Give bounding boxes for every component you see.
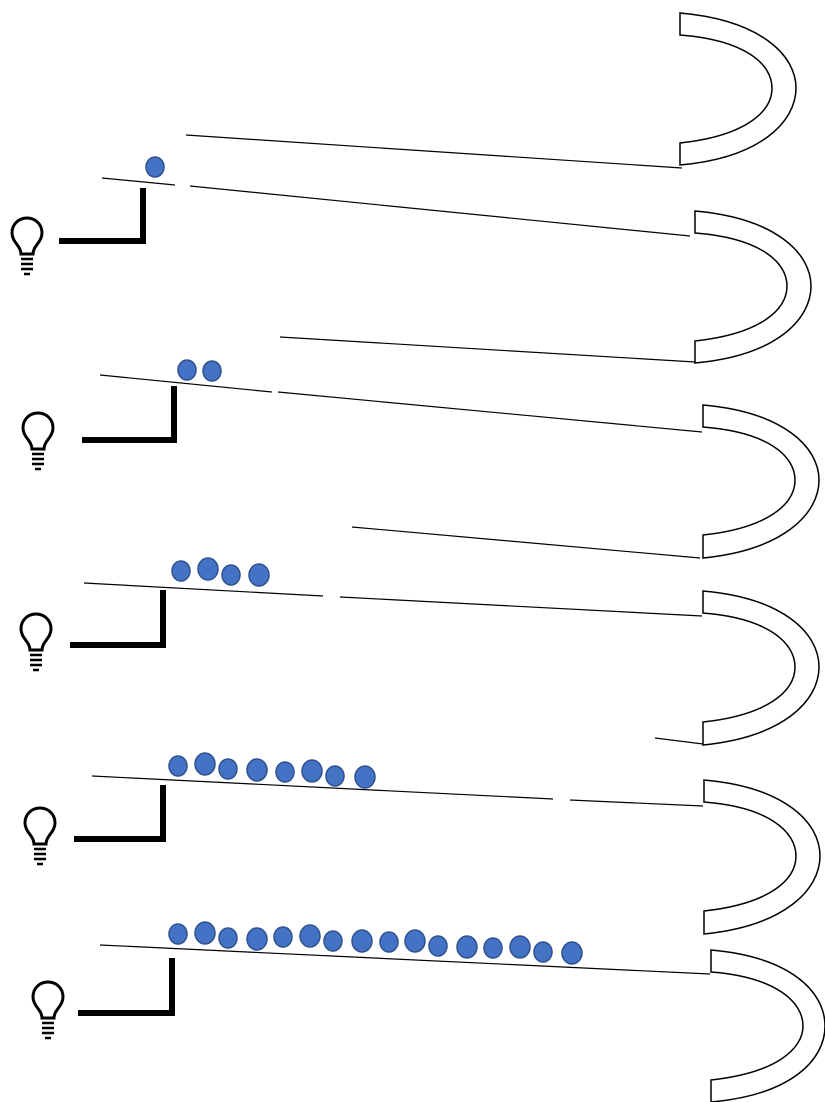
ball — [168, 923, 188, 945]
ball — [246, 758, 268, 782]
lightbulb-icon — [23, 806, 57, 866]
ball — [194, 921, 216, 945]
ball — [301, 759, 323, 783]
stage-5 — [31, 921, 825, 1102]
stage-2 — [21, 359, 820, 559]
ball — [509, 935, 531, 959]
stage-1-bracket — [59, 188, 146, 244]
ball — [561, 941, 583, 965]
ball — [194, 752, 216, 776]
ball — [483, 937, 503, 959]
stage-1-line-left — [101, 177, 176, 186]
stage-5-bracket — [78, 958, 175, 1016]
ball — [177, 359, 197, 381]
stage-4-line-left — [91, 775, 554, 800]
stage-4-bracket — [74, 785, 166, 842]
top-reflector — [679, 12, 797, 166]
stage-4-line-right — [569, 799, 704, 807]
lightbulb-icon — [21, 411, 55, 471]
ball — [351, 929, 373, 953]
stage-2-balls — [177, 359, 222, 382]
stage-2-bracket — [82, 386, 177, 443]
stage-3-return-line — [654, 737, 704, 745]
ball — [533, 941, 553, 963]
ball — [218, 758, 238, 780]
ball — [404, 929, 426, 953]
ball — [323, 930, 343, 952]
ball — [246, 927, 268, 951]
stage-5-line — [99, 944, 711, 975]
stage-2-reflector — [702, 404, 820, 559]
stage-1-line-right — [189, 185, 691, 237]
stage-3 — [19, 557, 820, 746]
stage-1 — [10, 156, 812, 364]
stage-4-balls — [168, 752, 376, 789]
ball — [379, 931, 399, 953]
lightbulb-icon — [19, 612, 53, 672]
stage-5-reflector — [710, 949, 825, 1102]
ball — [275, 761, 295, 783]
ball — [221, 564, 241, 586]
stage-2-return-line — [351, 526, 701, 559]
ball — [456, 935, 478, 959]
stage-3-bracket — [70, 590, 166, 648]
stage-3-line-left — [83, 582, 324, 597]
stage-2-line-left — [99, 374, 273, 393]
stage-1-return-line — [279, 336, 696, 363]
stage-3-reflector — [702, 590, 820, 746]
stage-2-line-right — [277, 391, 703, 433]
ball — [299, 924, 321, 948]
ball — [325, 765, 345, 787]
stage-1-balls — [145, 156, 165, 178]
stage-4 — [23, 752, 821, 935]
stage-1-reflector — [694, 210, 812, 364]
stage-4-reflector — [703, 779, 821, 935]
ball — [168, 755, 188, 777]
ball — [202, 360, 222, 382]
ball — [354, 765, 376, 789]
top-return-line — [185, 134, 683, 169]
stage-5-balls — [168, 921, 583, 965]
lightbulb-icon — [10, 216, 44, 276]
ball — [218, 927, 238, 949]
ball — [273, 926, 293, 948]
stage-3-balls — [171, 557, 270, 587]
ball — [248, 563, 270, 587]
top-reflector-group — [185, 12, 797, 169]
ball — [171, 560, 191, 582]
ball — [197, 557, 219, 581]
stage-3-line-right — [339, 596, 703, 617]
lightbulb-icon — [31, 980, 65, 1040]
ball — [145, 156, 165, 178]
ball — [428, 935, 448, 957]
